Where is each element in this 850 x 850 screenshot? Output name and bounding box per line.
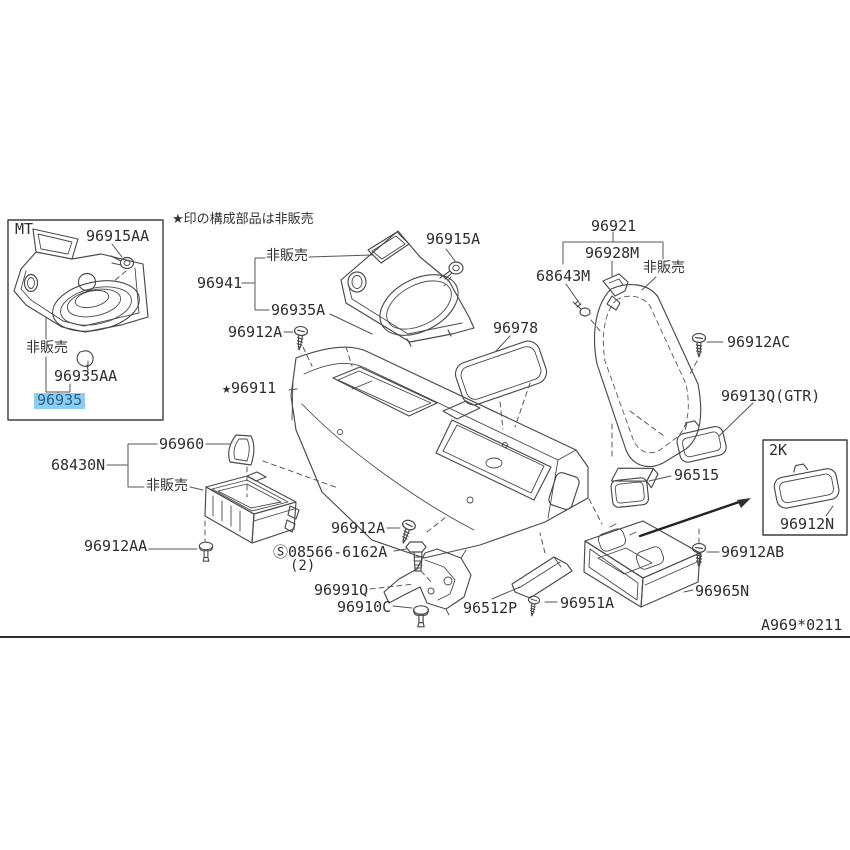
console-mat-96978-drawing (454, 340, 548, 406)
part-label-96935-highlighted[interactable]: 96935 (34, 392, 86, 409)
screw-96951a (525, 594, 541, 618)
part-label-96991q: 96991Q (314, 581, 369, 599)
kit-2k-box (762, 439, 848, 536)
part-label-96935aa: 96935AA (54, 367, 118, 385)
kit-2k-box-label: 2K (769, 441, 788, 459)
mt-box-label: MT (15, 220, 34, 238)
strip-96512p-drawing (511, 556, 573, 599)
part-label-96912ab: 96912AB (721, 543, 785, 561)
part-label-96978: 96978 (493, 319, 539, 337)
part-label-96965n: 96965N (695, 582, 750, 600)
part-label-96928m: 96928M (585, 244, 640, 262)
part-label-96951a: 96951A (560, 594, 615, 612)
drawing-code: A969*0211 (761, 616, 843, 634)
pocket-96515-drawing (610, 467, 659, 508)
part-label-96912a-top: 96912A (228, 323, 283, 341)
console-body-drawing (290, 346, 589, 559)
mt-console-panel-drawing (13, 228, 149, 371)
bracket-96991q-drawing (383, 548, 472, 616)
leader-lines (45, 231, 834, 609)
cup-holder-96965n-drawing (583, 520, 701, 608)
not-for-sale-label-lid: 非販売 (643, 260, 685, 276)
finisher-96913q-drawing (676, 420, 727, 463)
part-label-68643m: 68643M (536, 267, 591, 285)
part-label-96910c: 96910C (337, 598, 392, 616)
part-label-68430n: 68430N (51, 456, 106, 474)
not-for-sale-label-mt: 非販売 (26, 340, 68, 356)
mt-variant-box (7, 219, 164, 421)
clip-96910c (413, 605, 429, 628)
part-label-screw-08566: Ⓢ08566-6162A (273, 543, 388, 561)
part-label-96935a: 96935A (271, 301, 326, 319)
mt-knob-96915aa-drawing (110, 255, 135, 270)
part-label-96912ac: 96912AC (727, 333, 791, 351)
part-label-96921: 96921 (591, 217, 637, 235)
ashtray-assembly-drawing (204, 434, 300, 544)
lid-96912n-drawing (773, 463, 840, 509)
armrest-lid-drawing (572, 273, 702, 468)
part-label-96912n: 96912N (780, 515, 835, 533)
not-for-sale-label-finisher: 非販売 (266, 248, 308, 264)
part-label-96913q-gtr: 96913Q(GTR) (721, 387, 821, 405)
footnote-star-parts: ★印の構成部品は非販売 (172, 212, 314, 227)
bolt-08566-drawing (405, 541, 427, 572)
part-label-96915aa: 96915AA (86, 227, 150, 245)
part-label-96912aa: 96912AA (84, 537, 148, 555)
clip-96912aa (198, 541, 214, 562)
part-label-96960: 96960 (159, 435, 205, 453)
part-label-96912a-mid: 96912A (331, 519, 386, 537)
screw-96912a-top (291, 325, 309, 352)
screw-96912ac (691, 332, 707, 358)
screw-quantity: (2) (290, 558, 316, 574)
not-for-sale-label-ashtray: 非販売 (146, 478, 188, 494)
part-label-96941: 96941 (197, 274, 243, 292)
part-label-96515: 96515 (674, 466, 720, 484)
part-label-96512p: 96512P (463, 599, 518, 617)
console-finisher-drawing (340, 230, 475, 347)
knob-96915a-drawing (439, 261, 464, 280)
part-label-96915a: 96915A (426, 230, 481, 248)
screw-96912a-mid (396, 518, 418, 546)
part-label-96911: ★96911 (222, 379, 277, 397)
lock-96928m-drawing (602, 273, 629, 311)
construction-lines (112, 270, 700, 590)
variant-arrow (638, 498, 751, 538)
striker-68643m-screw (572, 300, 591, 317)
